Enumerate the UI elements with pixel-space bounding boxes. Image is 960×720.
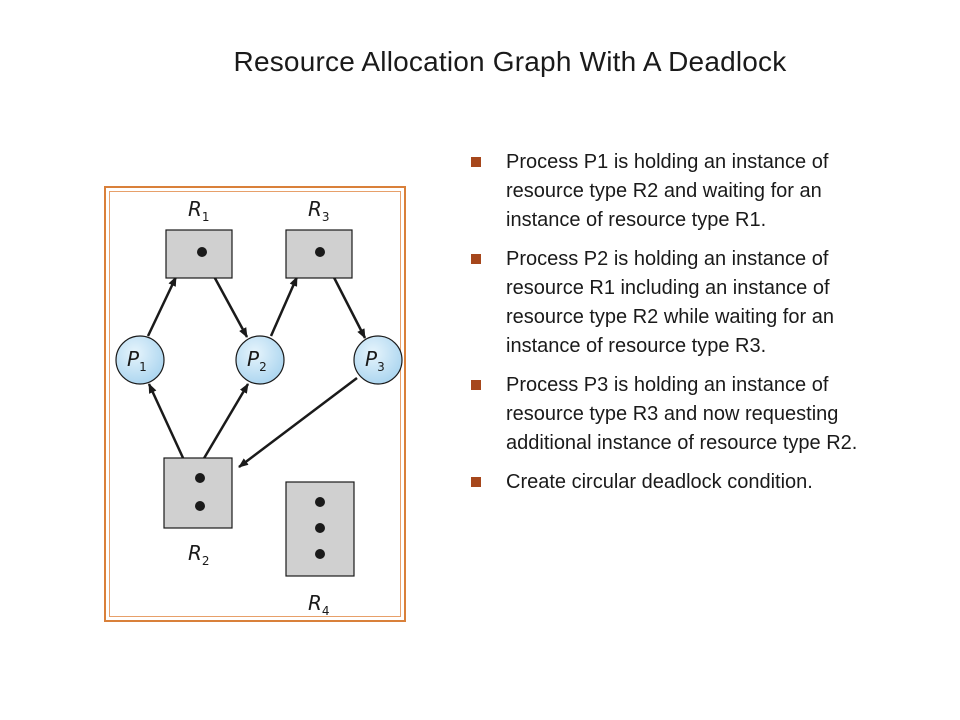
resource-r2: R2 xyxy=(163,457,233,568)
svg-text:P1: P1 xyxy=(127,347,147,374)
resource-r4-sub: 4 xyxy=(322,604,330,618)
resource-instance-dot xyxy=(315,523,325,533)
resource-instance-dot xyxy=(195,473,205,483)
bullet-text: Process P1 is holding an instance of res… xyxy=(506,151,829,231)
bullet-list: Process P1 is holding an instance of res… xyxy=(464,148,884,507)
edge-r2-p2 xyxy=(201,383,250,461)
square-bullet-icon xyxy=(471,157,481,167)
svg-text:P3: P3 xyxy=(365,347,385,374)
resource-r3-sub: 3 xyxy=(322,210,330,224)
resource-instance-dot xyxy=(315,247,325,257)
svg-text:R4: R4 xyxy=(308,591,330,618)
process-p2-sub: 2 xyxy=(259,360,267,374)
edge-p3-r2 xyxy=(238,377,358,468)
process-p1-sub: 1 xyxy=(139,360,147,374)
process-p2: P2 xyxy=(235,335,285,385)
edge-p2-r3 xyxy=(269,276,299,337)
svg-text:P2: P2 xyxy=(247,347,267,374)
bullet-item: Create circular deadlock condition. xyxy=(464,468,884,497)
resource-instance-dot xyxy=(315,549,325,559)
resource-instance-dot xyxy=(197,247,207,257)
bullet-item: Process P1 is holding an instance of res… xyxy=(464,148,884,235)
process-p3-sub: 3 xyxy=(377,360,385,374)
bullet-item: Process P3 is holding an instance of res… xyxy=(464,371,884,458)
resource-r3-letter: R xyxy=(308,197,322,221)
resource-r1-sub: 1 xyxy=(202,210,210,224)
bullet-text: Process P2 is holding an instance of res… xyxy=(506,248,834,357)
bullet-text: Process P3 is holding an instance of res… xyxy=(506,374,858,454)
resource-r1-letter: R xyxy=(188,197,202,221)
resource-r3: R3 xyxy=(285,197,353,279)
resource-r2-letter: R xyxy=(188,541,202,565)
process-p1: P1 xyxy=(115,335,165,385)
resource-r4-letter: R xyxy=(308,591,322,615)
square-bullet-icon xyxy=(471,380,481,390)
square-bullet-icon xyxy=(471,254,481,264)
edge-p1-r1 xyxy=(146,276,178,337)
bullet-item: Process P2 is holding an instance of res… xyxy=(464,245,884,361)
process-p3-letter: P xyxy=(365,347,378,371)
process-p1-letter: P xyxy=(127,347,140,371)
svg-text:R2: R2 xyxy=(188,541,210,568)
resource-r4: R4 xyxy=(285,481,355,618)
process-p2-letter: P xyxy=(247,347,260,371)
square-bullet-icon xyxy=(471,477,481,487)
graph-canvas: R1 R3 R2 R4 P1 xyxy=(115,197,403,618)
resource-r2-sub: 2 xyxy=(202,554,210,568)
resource-allocation-graph: R1 R3 R2 R4 P1 xyxy=(104,186,406,622)
bullet-text: Create circular deadlock condition. xyxy=(506,471,813,493)
resource-instance-dot xyxy=(315,497,325,507)
resource-r1: R1 xyxy=(165,197,233,279)
svg-text:R3: R3 xyxy=(308,197,330,224)
slide-title: Resource Allocation Graph With A Deadloc… xyxy=(233,46,787,77)
process-p3: P3 xyxy=(353,335,403,385)
svg-text:R1: R1 xyxy=(188,197,210,224)
resource-instance-dot xyxy=(195,501,205,511)
